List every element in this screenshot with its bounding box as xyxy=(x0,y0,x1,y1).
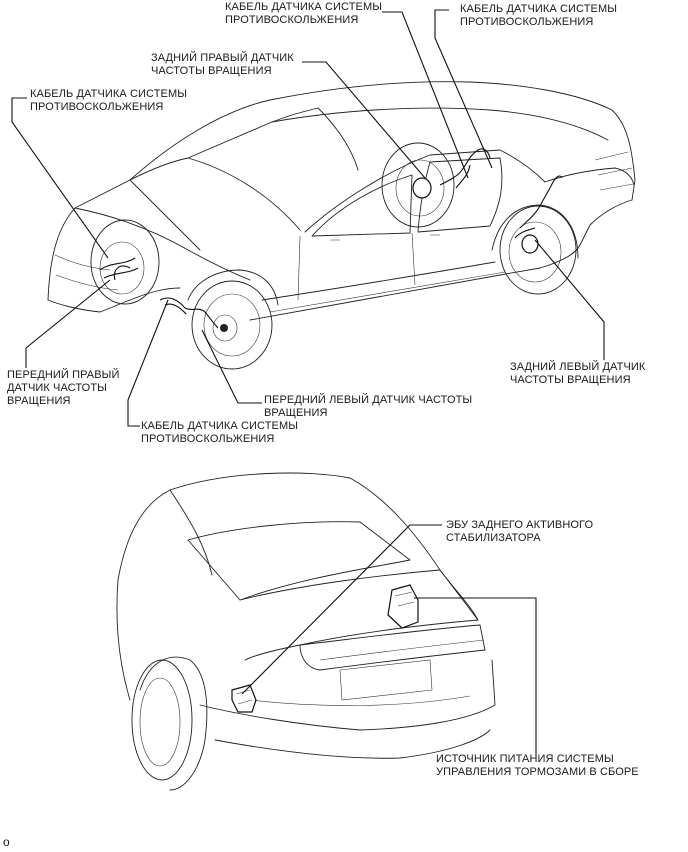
corner-mark: o xyxy=(3,835,10,849)
label-cable-top-right: КАБЕЛЬ ДАТЧИКА СИСТЕМЫ ПРОТИВОСКОЛЬЖЕНИЯ xyxy=(460,3,618,28)
label-cable-top-center: КАБЕЛЬ ДАТЧИКА СИСТЕМЫ ПРОТИВОСКОЛЬЖЕНИЯ xyxy=(225,1,383,26)
leader-lines xyxy=(11,9,605,757)
label-cable-left: КАБЕЛЬ ДАТЧИКА СИСТЕМЫ ПРОТИВОСКОЛЬЖЕНИЯ xyxy=(30,88,188,113)
label-front-left-sensor: ПЕРЕДНИЙ ЛЕВЫЙ ДАТЧИК ЧАСТОТЫ ВРАЩЕНИЯ xyxy=(264,394,473,419)
sedan-rear-view xyxy=(116,472,496,791)
label-cable-bottom: КАБЕЛЬ ДАТЧИКА СИСТЕМЫ ПРОТИВОСКОЛЬЖЕНИЯ xyxy=(141,420,299,445)
label-rear-right-sensor: ЗАДНИЙ ПРАВЫЙ ДАТЧИК ЧАСТОТЫ ВРАЩЕНИЯ xyxy=(151,52,294,77)
sedan-front-view xyxy=(47,81,636,370)
label-rear-left-sensor: ЗАДНИЙ ЛЕВЫЙ ДАТЧИК ЧАСТОТЫ ВРАЩЕНИЯ xyxy=(510,361,646,386)
label-front-right-sensor: ПЕРЕДНИЙ ПРАВЫЙ ДАТЧИК ЧАСТОТЫ ВРАЩЕНИЯ xyxy=(7,369,120,407)
label-stabilizer-ecu: ЭБУ ЗАДНЕГО АКТИВНОГО СТАБИЛИЗАТОРА xyxy=(446,519,594,544)
label-brake-power-supply: ИСТОЧНИК ПИТАНИЯ СИСТЕМЫ УПРАВЛЕНИЯ ТОРМ… xyxy=(436,753,639,778)
